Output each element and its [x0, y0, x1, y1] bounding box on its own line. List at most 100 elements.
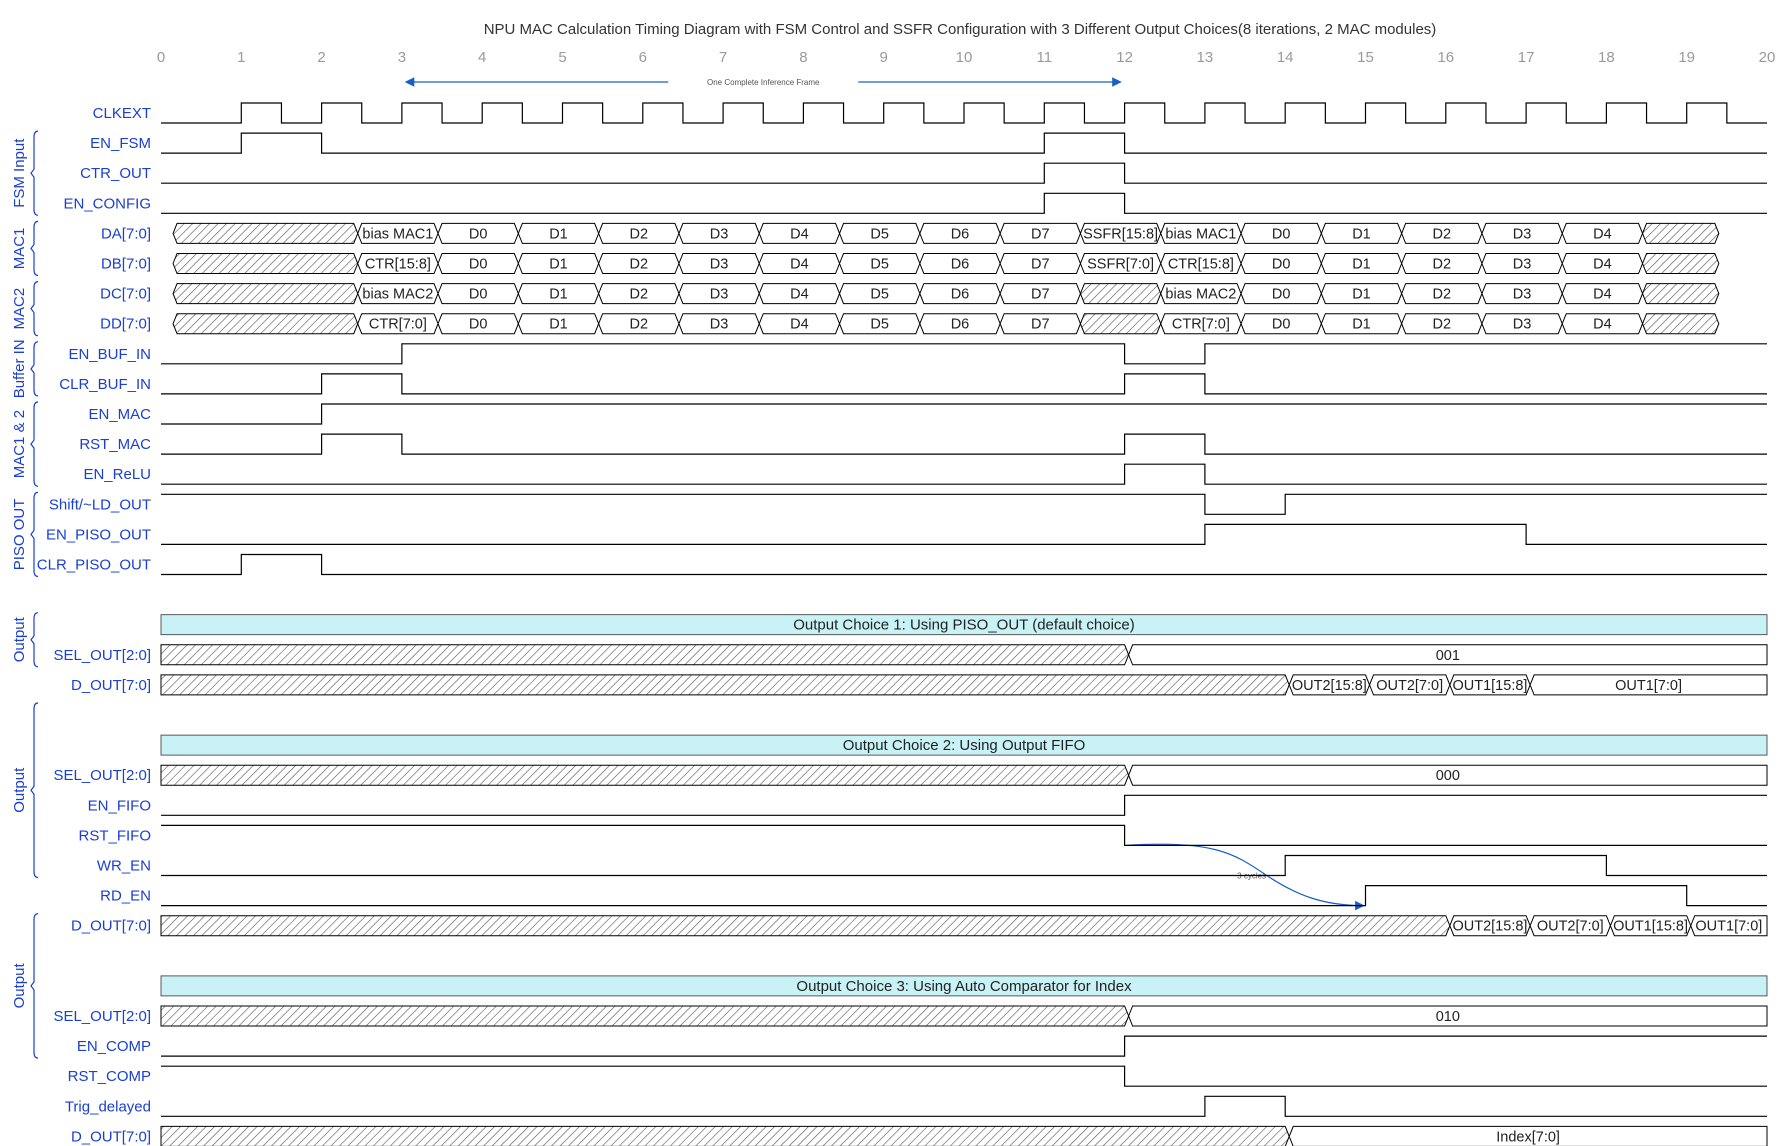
digital-waveform	[161, 885, 1767, 907]
bus-value: OUT1[15:8]	[1613, 919, 1688, 935]
group-label: Output	[11, 963, 28, 1009]
signal-row: SEL_OUT[2:0]010	[53, 1005, 1768, 1027]
bus-value: D2	[630, 287, 649, 303]
digital-waveform	[161, 192, 1767, 214]
output-choice-banner	[160, 614, 1768, 636]
bus-value: D1	[549, 257, 568, 273]
signal-name: EN_FIFO	[88, 797, 151, 814]
signal-row: EN_CONFIG	[63, 192, 1767, 214]
bus-value: D7	[1031, 226, 1050, 242]
diagram-title: NPU MAC Calculation Timing Diagram with …	[484, 21, 1437, 38]
time-tick: 2	[317, 49, 325, 66]
bus-value: D3	[1513, 317, 1532, 333]
digital-waveform	[161, 553, 1767, 576]
bus-value: D4	[790, 317, 809, 333]
bus-value: D4	[1593, 226, 1612, 242]
time-tick: 6	[639, 49, 647, 66]
bus-value: D4	[790, 257, 809, 273]
digital-waveform	[161, 794, 1767, 816]
bus-value: D3	[710, 226, 729, 242]
signal-name: D_OUT[7:0]	[71, 918, 151, 935]
bus-value: D0	[1272, 226, 1291, 242]
bus-value: D7	[1031, 287, 1050, 303]
bus-value: D5	[870, 317, 889, 333]
group-brace	[30, 220, 39, 277]
signal-rows: CLKEXTEN_FSMCTR_OUTEN_CONFIGDA[7:0]bias …	[37, 102, 1768, 1146]
signal-row: SEL_OUT[2:0]001	[53, 644, 1768, 666]
signal-name: EN_PISO_OUT	[46, 526, 151, 543]
output-choice-banner	[160, 734, 1768, 756]
bus-value: D2	[630, 317, 649, 333]
bus-value: D6	[951, 226, 970, 242]
signal-name: CLR_PISO_OUT	[37, 557, 151, 574]
digital-waveform	[161, 373, 1767, 395]
bus-value: D0	[1272, 317, 1291, 333]
signal-name: D_OUT[7:0]	[71, 1128, 151, 1145]
group-brace	[30, 130, 39, 216]
bus-value: D2	[1433, 317, 1452, 333]
group-label: MAC1 & 2	[11, 410, 28, 478]
bus-value: D3	[710, 317, 729, 333]
group-brace	[30, 612, 39, 668]
signal-name: DC[7:0]	[100, 286, 151, 303]
bus-value: D1	[1352, 317, 1371, 333]
frame-label: One Complete Inference Frame	[707, 78, 820, 87]
group-label: MAC2	[11, 288, 28, 330]
bus-undefined-segment	[172, 222, 359, 244]
digital-waveform	[161, 132, 1767, 154]
signal-name: DD[7:0]	[100, 316, 151, 333]
digital-waveform	[161, 523, 1767, 545]
bus-value: D1	[549, 226, 568, 242]
bus-value: D0	[469, 287, 488, 303]
bus-value: bias MAC1	[362, 226, 433, 242]
bus-value: D5	[870, 226, 889, 242]
bus-value: D0	[469, 257, 488, 273]
bus-value: bias MAC2	[362, 287, 433, 303]
group-brace	[30, 281, 39, 337]
signal-row: EN_MAC	[88, 403, 1767, 425]
group-label: PISO OUT	[11, 499, 28, 571]
signal-name: EN_CONFIG	[63, 195, 151, 212]
bus-value: D4	[790, 226, 809, 242]
bus-value: CTR[7:0]	[1172, 317, 1230, 333]
bus-undefined-segment	[160, 764, 1130, 786]
signal-row: Trig_delayed	[65, 1095, 1767, 1117]
signal-row: CTR_OUT	[80, 162, 1767, 184]
signal-name: Trig_delayed	[65, 1098, 151, 1115]
bus-value: Index[7:0]	[1496, 1129, 1560, 1145]
bus-undefined-segment	[1641, 222, 1720, 244]
bus-undefined-segment	[160, 915, 1451, 937]
signal-name: DB[7:0]	[101, 256, 151, 273]
bus-value: D4	[1593, 317, 1612, 333]
signal-name: RST_COMP	[68, 1068, 151, 1085]
time-tick: 8	[799, 49, 807, 66]
bus-value: D0	[1272, 257, 1291, 273]
group-brace	[30, 702, 39, 879]
signal-row: RST_COMP	[68, 1065, 1767, 1087]
bus-undefined-segment	[172, 253, 359, 274]
signal-name: EN_MAC	[88, 406, 151, 423]
bus-value: D6	[951, 287, 970, 303]
bus-value: D0	[469, 226, 488, 242]
digital-waveform	[161, 343, 1767, 365]
signal-row: Shift/~LD_OUT	[49, 493, 1767, 515]
time-tick: 16	[1437, 49, 1454, 66]
time-tick: 1	[237, 49, 245, 66]
signal-name: SEL_OUT[2:0]	[53, 767, 151, 784]
output-choice-title: Output Choice 3: Using Auto Comparator f…	[796, 978, 1132, 995]
time-tick: 19	[1678, 49, 1695, 66]
bus-value: OUT1[7:0]	[1615, 678, 1682, 694]
bus-value: D3	[710, 257, 729, 273]
signal-name: SEL_OUT[2:0]	[53, 1008, 151, 1025]
bus-value-segment	[1128, 764, 1768, 786]
bus-value: CTR[15:8]	[1168, 257, 1234, 273]
time-tick: 18	[1598, 49, 1615, 66]
bus-value: D2	[630, 226, 649, 242]
bus-undefined-segment	[172, 313, 359, 335]
signal-row: EN_PISO_OUT	[46, 523, 1767, 545]
bus-value-segment	[1690, 915, 1768, 937]
signal-row: Output Choice 3: Using Auto Comparator f…	[160, 975, 1768, 997]
